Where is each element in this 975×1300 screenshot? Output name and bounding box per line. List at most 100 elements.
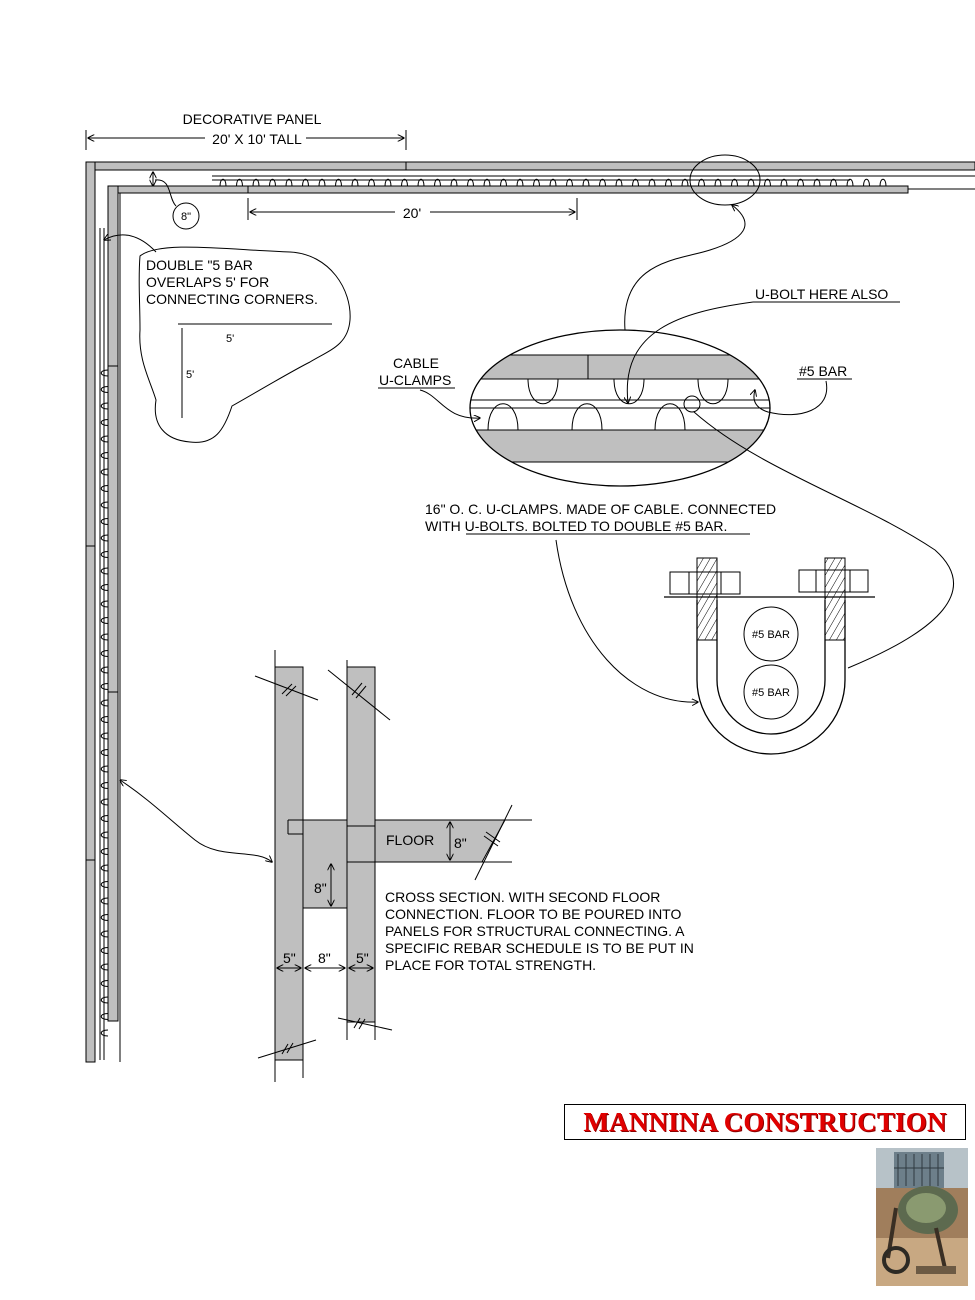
top-clamp-loop bbox=[500, 178, 507, 187]
top-clamp-loop bbox=[830, 178, 837, 187]
side-clamp-loop bbox=[100, 716, 109, 723]
side-clamp-loop bbox=[100, 650, 109, 657]
side-clamp-loop bbox=[100, 633, 109, 641]
top-clamp-loop bbox=[582, 178, 590, 187]
side-clamp-loop bbox=[100, 617, 109, 624]
section-note-line-5: PLACE FOR TOTAL STRENGTH. bbox=[385, 957, 596, 973]
top-clamp-loop bbox=[747, 178, 755, 187]
top-clamp-loop bbox=[384, 178, 392, 187]
panel-title: DECORATIVE PANEL bbox=[183, 111, 322, 127]
ubolt-detail: #5 BAR #5 BAR bbox=[664, 557, 875, 755]
side-cable-clamps bbox=[100, 369, 109, 1037]
bar-note: #5 BAR bbox=[754, 363, 852, 416]
top-clamp-loop bbox=[236, 178, 243, 187]
uclamps-label: U-CLAMPS bbox=[379, 372, 451, 388]
company-name: MANNINA CONSTRUCTION bbox=[583, 1106, 947, 1137]
plan-view-walls bbox=[85, 161, 975, 1063]
side-clamp-loop bbox=[100, 369, 109, 377]
side-clamp-loop bbox=[100, 551, 109, 558]
side-clamp-loop bbox=[100, 897, 109, 905]
corner-note-line-1: DOUBLE "5 BAR bbox=[146, 257, 253, 273]
side-clamp-loop bbox=[100, 386, 109, 393]
side-clamp-loop bbox=[100, 864, 109, 872]
floor-thickness: 8" bbox=[454, 835, 467, 851]
side-clamp-loop bbox=[100, 485, 109, 492]
side-clamp-loop bbox=[100, 402, 109, 410]
section-leader bbox=[120, 780, 272, 862]
side-clamp-loop bbox=[100, 452, 109, 459]
side-clamp-loop bbox=[100, 732, 109, 740]
panel-dimension: DECORATIVE PANEL 20' X 10' TALL bbox=[85, 111, 407, 150]
ubolt-bar-top: #5 BAR bbox=[752, 629, 790, 641]
side-clamp-loop bbox=[100, 683, 109, 690]
top-clamp-loop bbox=[285, 178, 293, 187]
top-clamp-loop bbox=[434, 178, 441, 187]
clamp-note-line-2: WITH U-BOLTS. BOLTED TO DOUBLE #5 BAR. bbox=[425, 518, 727, 534]
top-clamp-loop bbox=[450, 178, 458, 187]
top-clamp-loop bbox=[632, 178, 639, 187]
top-clamp-loop bbox=[566, 178, 573, 187]
corner-note-line-2: OVERLAPS 5' FOR bbox=[146, 274, 269, 290]
side-clamp-loop bbox=[100, 518, 109, 525]
top-clamp-loop bbox=[714, 178, 722, 187]
top-clamp-loop bbox=[351, 178, 359, 187]
top-clamp-loop bbox=[599, 178, 606, 187]
top-clamp-loop bbox=[863, 178, 870, 187]
top-clamp-loop bbox=[335, 178, 342, 187]
cross-section: FLOOR 8" 8" 5" 8" 5" CROSS SECTION. WITH… bbox=[254, 650, 694, 1082]
side-clamp-loop bbox=[100, 666, 109, 674]
side-clamp-loop bbox=[100, 963, 109, 971]
side-clamp-loop bbox=[100, 980, 109, 987]
top-clamp-loop bbox=[780, 178, 788, 187]
span-label: 20' bbox=[403, 205, 421, 221]
side-clamp-loop bbox=[100, 798, 109, 806]
top-clamp-loop bbox=[846, 178, 854, 187]
top-clamp-loop bbox=[698, 178, 705, 187]
top-clamp-loop bbox=[615, 178, 623, 187]
side-clamp-loop bbox=[100, 947, 109, 954]
top-clamp-loop bbox=[813, 178, 821, 187]
panel-size: 20' X 10' TALL bbox=[212, 131, 302, 147]
top-clamp-loop bbox=[665, 178, 672, 187]
corner-gap-dimension: 8" bbox=[153, 172, 200, 230]
section-note-line-3: PANELS FOR STRUCTURAL CONNECTING. A bbox=[385, 923, 685, 939]
side-clamp-loop bbox=[100, 848, 109, 855]
side-clamp-loop bbox=[100, 567, 109, 575]
cavity-dim: 8" bbox=[318, 950, 331, 966]
span-dimension: 20' bbox=[247, 198, 578, 221]
side-clamp-loop bbox=[100, 831, 109, 839]
top-clamp-loop bbox=[764, 178, 771, 187]
top-clamp-loop bbox=[731, 178, 738, 187]
side-clamp-loop bbox=[100, 699, 109, 707]
top-clamp-loop bbox=[516, 178, 524, 187]
corner-dim-vertical: 5' bbox=[186, 369, 194, 381]
side-clamp-loop bbox=[100, 782, 109, 789]
side-clamp-loop bbox=[100, 468, 109, 476]
side-clamp-loop bbox=[100, 419, 109, 426]
side-clamp-loop bbox=[100, 501, 109, 509]
ubolt-bar-bottom: #5 BAR bbox=[752, 687, 790, 699]
clamp-note-line-1: 16" O. C. U-CLAMPS. MADE OF CABLE. CONNE… bbox=[425, 501, 776, 517]
floor-label: FLOOR bbox=[386, 832, 434, 848]
detail-ellipse bbox=[469, 329, 771, 487]
top-clamp-loop bbox=[533, 178, 540, 187]
top-clamp-loop bbox=[219, 178, 227, 187]
cement-mixer-photo bbox=[876, 1148, 968, 1286]
slab-depth: 8" bbox=[314, 880, 327, 896]
top-clamp-loop bbox=[269, 178, 276, 187]
top-clamp-loop bbox=[483, 178, 491, 187]
top-clamp-loop bbox=[252, 178, 260, 187]
corner-dim-horizontal: 5' bbox=[226, 333, 234, 345]
side-clamp-loop bbox=[100, 435, 109, 443]
clamp-note: 16" O. C. U-CLAMPS. MADE OF CABLE. CONNE… bbox=[425, 501, 776, 702]
detail-callout-circle bbox=[624, 154, 761, 331]
side-clamp-loop bbox=[100, 765, 109, 773]
top-clamp-loop bbox=[648, 178, 656, 187]
ubolt-note-label: U-BOLT HERE ALSO bbox=[755, 286, 888, 302]
company-logo: MANNINA CONSTRUCTION bbox=[564, 1104, 966, 1140]
corner-note-cloud: DOUBLE "5 BAR OVERLAPS 5' FOR CONNECTING… bbox=[104, 235, 351, 443]
top-clamp-loop bbox=[302, 178, 309, 187]
top-clamp-loop bbox=[681, 178, 689, 187]
side-clamp-loop bbox=[100, 914, 109, 921]
